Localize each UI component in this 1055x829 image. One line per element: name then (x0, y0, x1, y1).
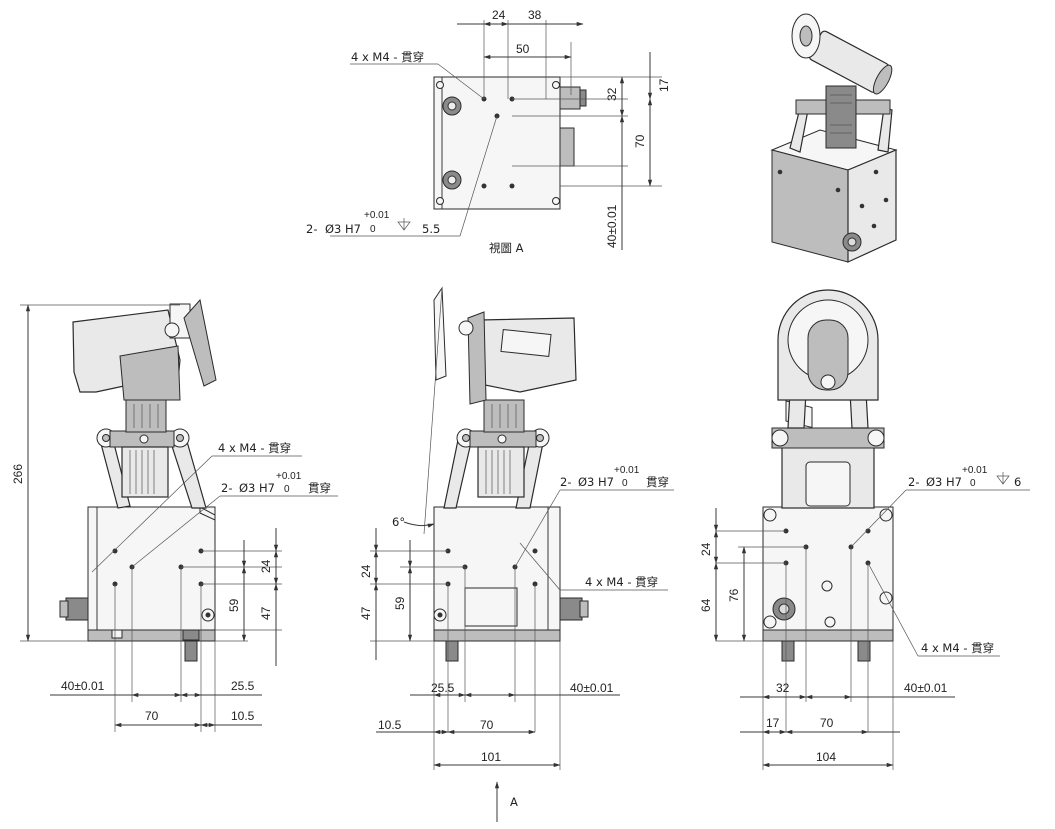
center-tol-zero: 0 (622, 478, 628, 489)
center-gear-housing (477, 446, 525, 498)
view-a-pin-callout: Ø3 H7 (325, 222, 361, 236)
right-crossbar (771, 427, 885, 449)
right-view: 24 64 76 32 40±0.01 17 70 104 2- Ø3 H7 +… (699, 289, 1030, 770)
center-label-plate (464, 587, 518, 627)
view-a-tol-plus: +0.01 (364, 210, 390, 221)
isometric-view (770, 13, 898, 429)
left-dim-47: 47 (259, 606, 273, 620)
left-view: 266 24 47 59 40±0.01 25.5 70 10.5 (11, 298, 338, 732)
left-dim-70: 70 (145, 709, 159, 723)
center-dim-59: 59 (393, 596, 407, 610)
view-a: 24 38 50 32 17 70 40±0.01 4 x M4 - 貫穿 2-… (306, 8, 671, 255)
right-m4-holes (783, 528, 871, 566)
left-flange (183, 298, 217, 387)
depth-symbol-icon (397, 218, 411, 231)
center-view: 6° 24 47 59 25.5 40±0.01 10.5 70 101 (359, 286, 674, 822)
left-tol-zero: 0 (284, 484, 290, 495)
view-a-connector-mid (559, 127, 575, 167)
view-a-pin-depth: 5.5 (422, 222, 440, 236)
center-flange (433, 286, 447, 381)
right-dim-32: 32 (776, 681, 790, 695)
right-tol-zero: 0 (970, 478, 976, 489)
view-a-dim-50: 50 (516, 42, 530, 56)
center-base-plate (433, 629, 561, 642)
right-pin-prefix: 2- (908, 475, 919, 489)
view-a-label: 視圖 A (489, 241, 524, 255)
view-a-dim-32: 32 (605, 87, 619, 101)
iso-left-face (771, 149, 849, 263)
center-dim-47: 47 (359, 606, 373, 620)
view-a-dim-24: 24 (492, 8, 506, 22)
center-angle: 6° (392, 515, 405, 529)
center-dim-70: 70 (480, 718, 494, 732)
center-pin-suffix: 貫穿 (646, 475, 669, 489)
right-dim-76: 76 (727, 588, 741, 602)
left-arm-right (169, 437, 207, 509)
left-gear-housing (121, 446, 169, 498)
right-dim-64: 64 (699, 598, 713, 612)
left-pin-suffix: 貫穿 (308, 481, 331, 495)
center-dim-10-5: 10.5 (378, 718, 402, 732)
right-depth-symbol-icon (996, 472, 1010, 485)
center-dim-24: 24 (359, 564, 373, 578)
center-pin-callout: Ø3 H7 (578, 475, 614, 489)
view-a-pin-prefix: 2- (306, 222, 317, 236)
center-pin-prefix: 2- (560, 475, 571, 489)
center-side-connector (559, 597, 583, 621)
right-pin-depth: 6 (1014, 475, 1021, 489)
center-dim-40: 40±0.01 (570, 681, 614, 695)
left-hole-callout: 4 x M4 - 貫穿 (218, 441, 291, 455)
view-a-hole-callout: 4 x M4 - 貫穿 (351, 50, 424, 64)
left-dim-40: 40±0.01 (61, 679, 105, 693)
right-dim-24: 24 (699, 542, 713, 556)
left-dim-59: 59 (227, 598, 241, 612)
right-dim-70: 70 (820, 716, 834, 730)
left-bottom-connector (184, 640, 198, 662)
view-a-dim-40: 40±0.01 (605, 204, 619, 248)
right-base-plate (762, 629, 894, 642)
view-a-dim-17: 17 (657, 78, 671, 92)
center-dim-101: 101 (481, 750, 501, 764)
iso-right-face (847, 149, 897, 263)
right-dim-17: 17 (766, 716, 780, 730)
right-dim-104: 104 (816, 750, 836, 764)
center-view-arrow-label: A (510, 795, 518, 809)
left-dim-10-5: 10.5 (231, 709, 255, 723)
left-coupling (125, 399, 167, 433)
center-hole-callout: 4 x M4 - 貫穿 (585, 575, 658, 589)
left-tol-plus: +0.01 (276, 471, 302, 482)
center-bottom-connector (445, 640, 459, 662)
right-dim-40: 40±0.01 (904, 681, 948, 695)
left-pin-callout: Ø3 H7 (239, 481, 275, 495)
left-side-connector (65, 597, 89, 621)
view-a-dim-70: 70 (633, 134, 647, 148)
right-hole-callout: 4 x M4 - 貫穿 (921, 641, 994, 655)
left-dim-266: 266 (11, 464, 25, 484)
view-a-tol-zero: 0 (370, 224, 376, 235)
center-tol-plus: +0.01 (614, 465, 640, 476)
iso-gearbox (825, 85, 857, 149)
left-dim-24: 24 (259, 559, 273, 573)
view-a-dim-38: 38 (528, 8, 542, 22)
left-dim-25-5: 25.5 (231, 679, 255, 693)
left-pin-prefix: 2- (221, 481, 232, 495)
right-tol-plus: +0.01 (962, 465, 988, 476)
left-base-plate (87, 629, 216, 642)
left-block (87, 506, 216, 631)
view-a-connector-top (559, 86, 581, 110)
center-motor (479, 317, 577, 393)
center-dim-25-5: 25.5 (431, 681, 455, 695)
right-pin-callout: Ø3 H7 (926, 475, 962, 489)
